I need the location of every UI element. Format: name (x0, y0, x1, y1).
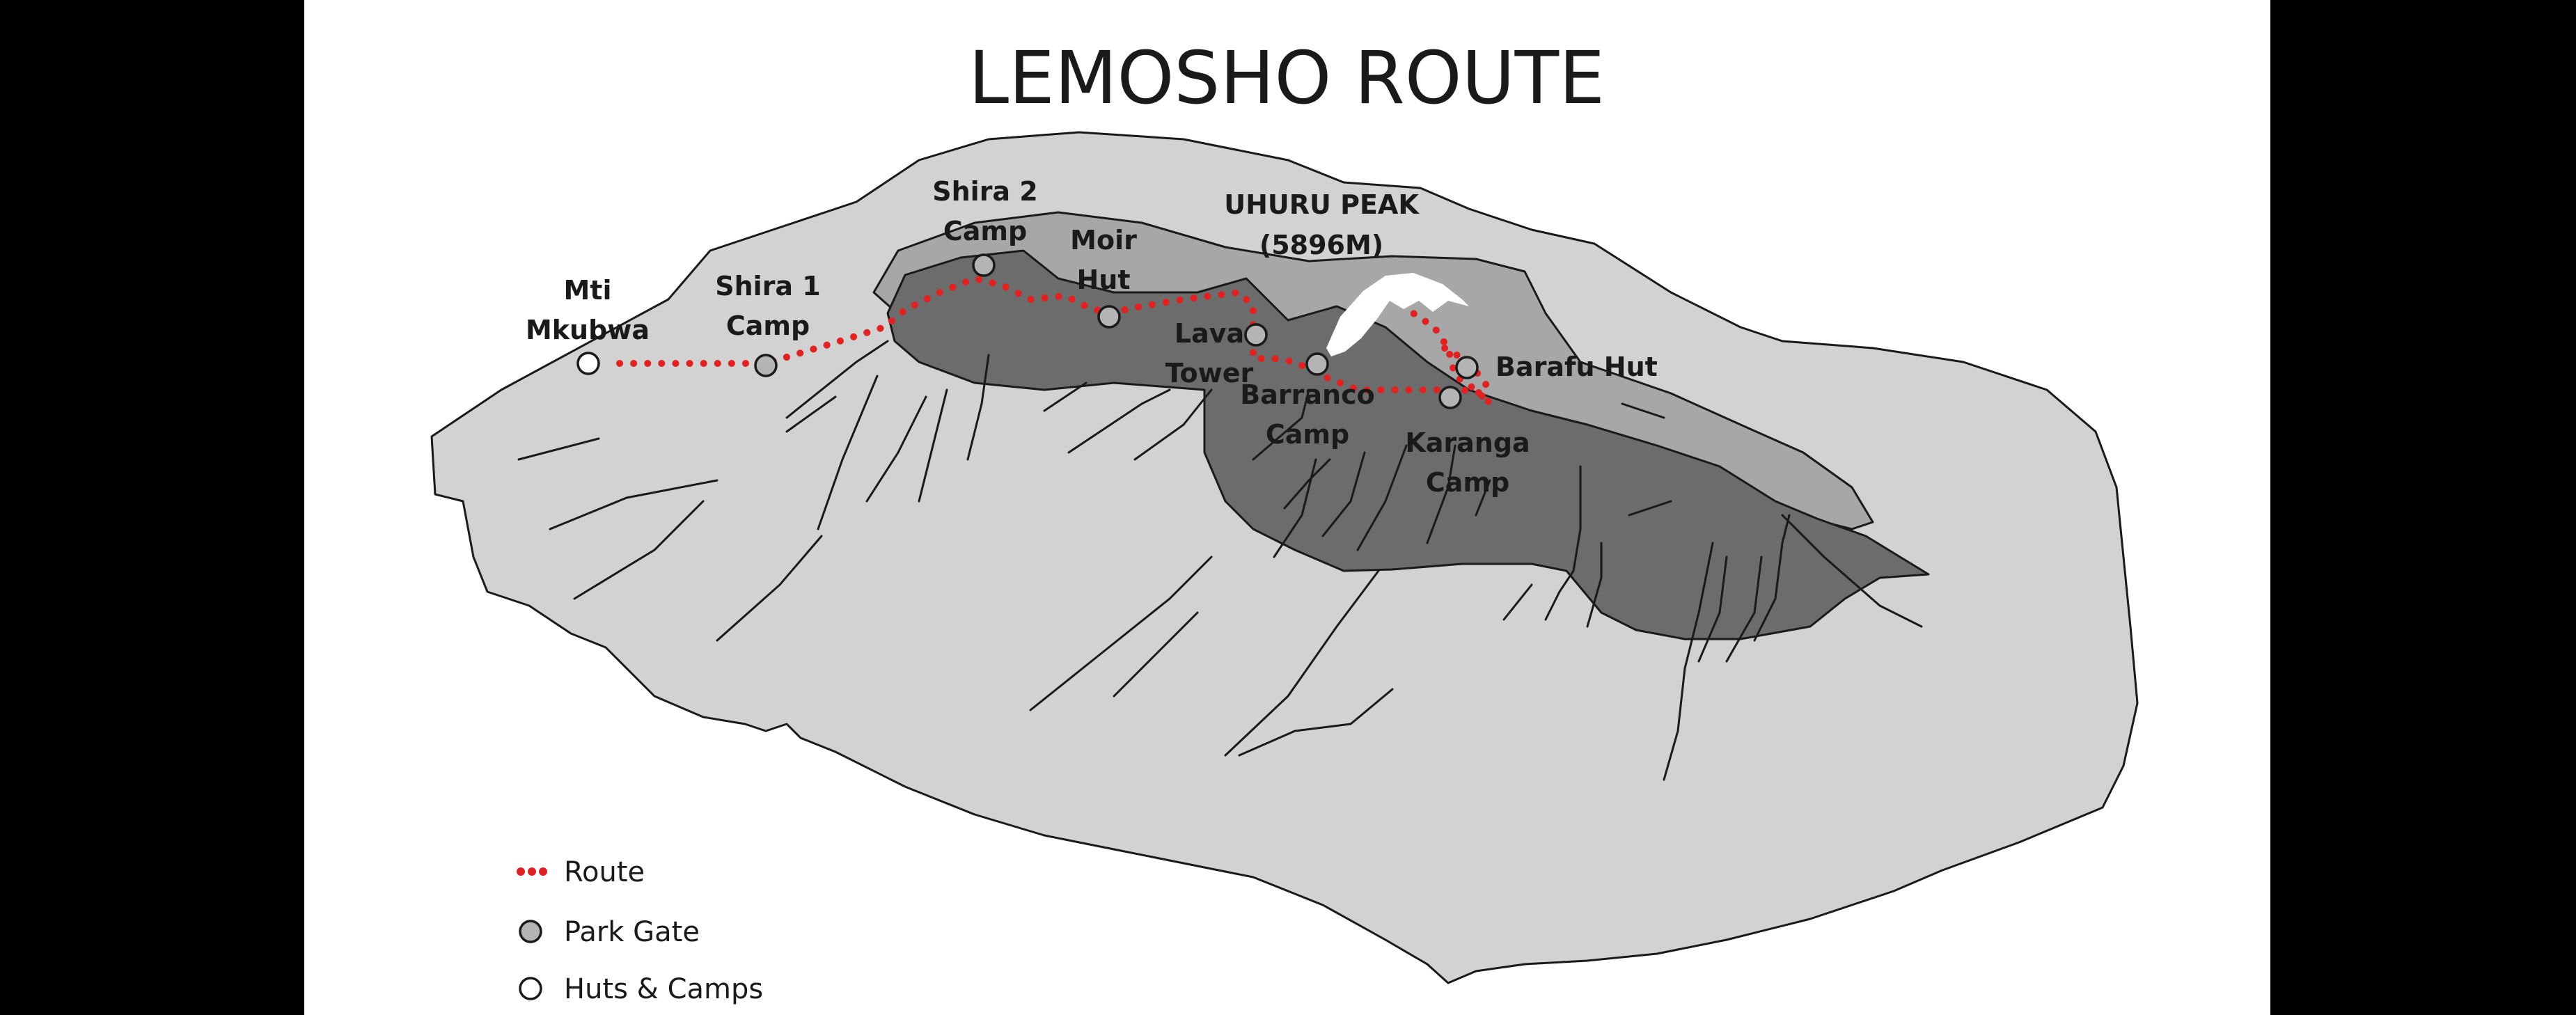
svg-text:Shira 1: Shira 1 (715, 271, 821, 301)
svg-text:Barafu Hut: Barafu Hut (1495, 352, 1658, 382)
karanga-camp-marker (1438, 386, 1462, 409)
outer-slopes (430, 131, 2139, 984)
lava-tower-label: Lava Tower (1165, 318, 1254, 388)
karanga-camp-label: Karanga Camp (1405, 427, 1530, 498)
svg-text:Barranco: Barranco (1240, 379, 1374, 410)
legend: Route Park Gate Huts & Camps (517, 856, 763, 1005)
map-title: LEMOSHO ROUTE (968, 36, 1605, 120)
svg-text:Camp: Camp (943, 216, 1027, 246)
svg-text:UHURU PEAK: UHURU PEAK (1224, 189, 1420, 220)
svg-text:Mti: Mti (563, 275, 611, 306)
shira-2-camp-label: Shira 2 Camp (932, 176, 1038, 246)
ridge-lines (517, 340, 1923, 781)
svg-text:Shira 2: Shira 2 (932, 176, 1038, 207)
legend-huts-camps: Huts & Camps (519, 973, 763, 1005)
legend-park-gate: Park Gate (519, 916, 700, 948)
shira-2-camp-marker (972, 253, 996, 277)
legend-route: Route (517, 856, 645, 888)
moir-hut-marker (1097, 305, 1121, 329)
svg-text:(5896M): (5896M) (1259, 230, 1383, 260)
svg-text:Mkubwa: Mkubwa (526, 315, 650, 345)
barafu-hut-marker (1455, 356, 1479, 379)
mti-mkubwa-marker (576, 352, 600, 375)
shira-1-camp-label: Shira 1 Camp (715, 271, 821, 341)
svg-text:Camp: Camp (1266, 419, 1349, 450)
svg-text:Tower: Tower (1165, 358, 1254, 388)
svg-text:Huts & Camps: Huts & Camps (564, 973, 763, 1005)
svg-text:Karanga: Karanga (1405, 427, 1530, 458)
svg-text:Moir: Moir (1070, 225, 1137, 255)
summit-label: UHURU PEAK (5896M) (1224, 189, 1420, 260)
svg-text:Hut: Hut (1076, 265, 1130, 295)
svg-text:Route: Route (564, 856, 645, 888)
barranco-camp-marker (1305, 352, 1329, 376)
mti-mkubwa-label: Mti Mkubwa (526, 275, 650, 345)
svg-text:Camp: Camp (726, 310, 810, 341)
barafu-hut-label: Barafu Hut (1495, 352, 1658, 382)
svg-text:Park Gate: Park Gate (564, 916, 700, 948)
alpine-zone (886, 249, 1930, 640)
shira-1-camp-marker (754, 354, 778, 377)
snow-cap (1326, 273, 1469, 356)
lava-tower-marker (1244, 323, 1268, 347)
svg-text:Lava: Lava (1175, 318, 1244, 349)
moir-hut-label: Moir Hut (1070, 225, 1137, 295)
barranco-camp-label: Barranco Camp (1240, 379, 1374, 450)
svg-text:Camp: Camp (1426, 467, 1509, 498)
